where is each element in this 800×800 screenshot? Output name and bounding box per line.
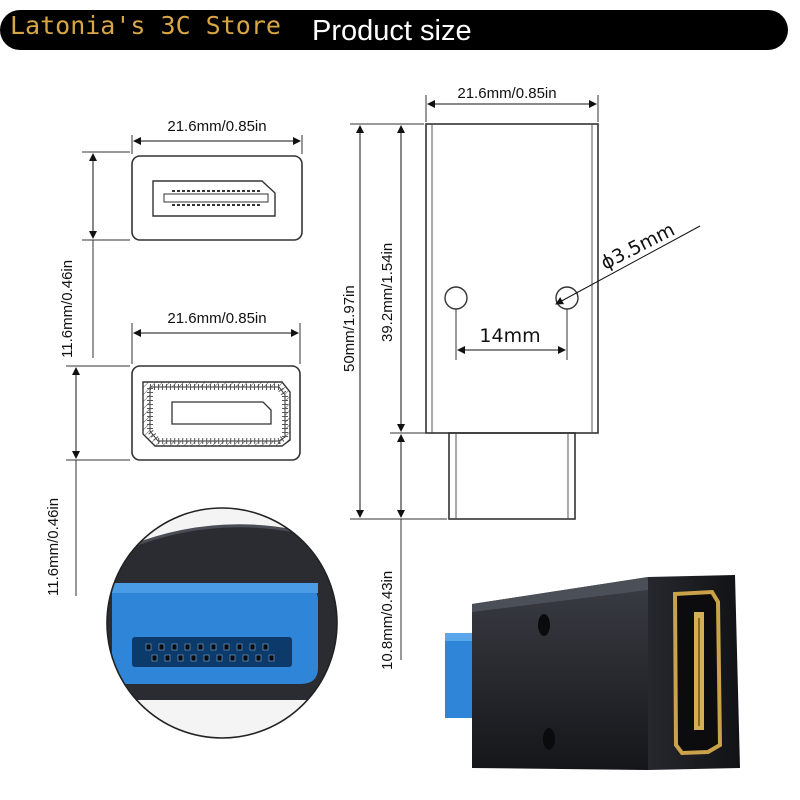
page-title: Product size (312, 15, 472, 47)
top-view-height-label: 11.6mm/0.46in (59, 260, 76, 358)
body-length-label: 39.2mm/1.54in (379, 243, 396, 342)
front-view-outline (131, 365, 301, 461)
title-banner (0, 10, 788, 50)
store-watermark: Latonia's 3C Store (10, 11, 281, 40)
side-view-outline (425, 123, 599, 520)
top-view-outline (131, 155, 303, 241)
hole-spacing-label: 14mm (479, 325, 540, 347)
adapter-product-photo (445, 575, 740, 770)
hole-diameter-label: ϕ3.5mm (597, 219, 678, 275)
side-width-label: 21.6mm/0.85in (457, 85, 556, 102)
total-length-label: 50mm/1.97in (341, 285, 358, 372)
front-view-height-label: 11.6mm/0.46in (45, 498, 62, 596)
front-view-width-label: 21.6mm/0.85in (167, 310, 266, 327)
connector-closeup-photo (106, 507, 338, 739)
mount-hole-left (444, 286, 468, 310)
top-view-width-label: 21.6mm/0.85in (167, 118, 266, 135)
plug-length-label: 10.8mm/0.43in (379, 571, 396, 670)
